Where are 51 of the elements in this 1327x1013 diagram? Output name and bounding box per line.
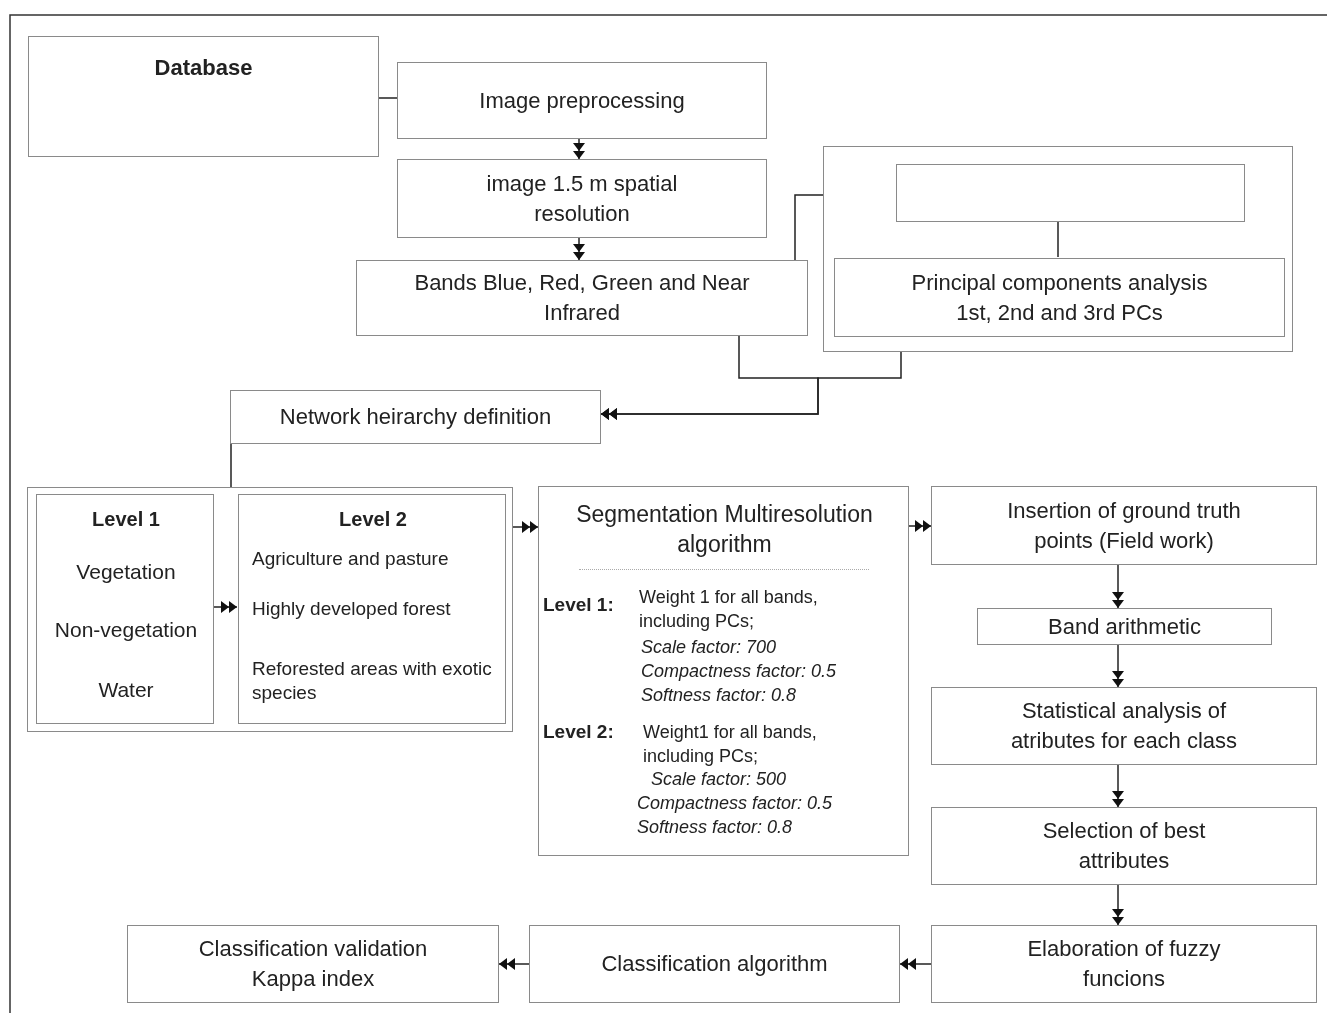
level-heading: Level 2: [543,720,615,744]
process-box [834,258,1285,337]
box-label: Statistical analysis of atributes for each class [1009,697,1239,755]
class-list-box [36,494,214,724]
box-label: Bands Blue, Red, Green and Near Infrared [413,269,751,327]
level-heading: Level 2 [338,507,408,531]
box-text: Compactness factor: 0.5 [641,660,838,683]
box-label: Band arithmetic [1048,612,1201,641]
box-text: Vegetation [75,559,177,585]
class-list-box [238,494,506,724]
box-text: Reforested areas with exotic species [252,657,492,705]
process-box [529,925,900,1003]
database-box [28,36,379,157]
process-box [896,164,1245,222]
box-text: Compactness factor: 0.5 [637,792,834,815]
box-label: Insertion of ground truth points (Field work) [1006,496,1242,555]
box-text: Non-vegetation [53,617,199,643]
box-label: image 1.5 m spatial resolution [485,169,679,228]
box-label: Selection of best attributes [1042,817,1206,875]
process-box [538,486,909,856]
box-label: Classification validation Kappa index [197,935,429,993]
box-text: Weight 1 for all bands, including PCs; [639,586,819,633]
box-text: Scale factor: 500 [651,768,788,791]
box-text: Water [97,677,155,703]
process-box [356,260,808,336]
group-frame [27,487,513,732]
box-text: Softness factor: 0.8 [637,816,794,839]
box-text: Weight1 for all bands, including PCs; [643,721,818,768]
process-box [931,687,1317,765]
box-label: Principal components analysis 1st, 2nd and 3rd PCs [910,268,1209,327]
box-label: Segmentation Multiresolution algorithm [575,500,874,559]
box-label: Database [154,54,253,82]
box-text: Highly developed forest [252,597,452,621]
process-box [931,807,1317,885]
process-box [127,925,499,1003]
process-box [977,608,1272,645]
box-label: Elaboration of fuzzy funcions [1026,935,1222,993]
process-box [931,925,1317,1003]
box-label: Image preprocessing [479,86,685,115]
process-box [397,159,767,238]
level-heading: Level 1: [543,593,615,617]
box-label: Classification algorithm [601,950,828,978]
level-heading: Level 1 [91,507,161,531]
box-text: Scale factor: 700 [641,636,778,659]
box-text: Agriculture and pasture [252,547,450,571]
process-box [931,486,1317,565]
box-text: Softness factor: 0.8 [641,684,798,707]
process-box [397,62,767,139]
process-box [230,390,601,444]
group-frame [823,146,1293,352]
box-label: Network heirarchy definition [279,403,552,431]
